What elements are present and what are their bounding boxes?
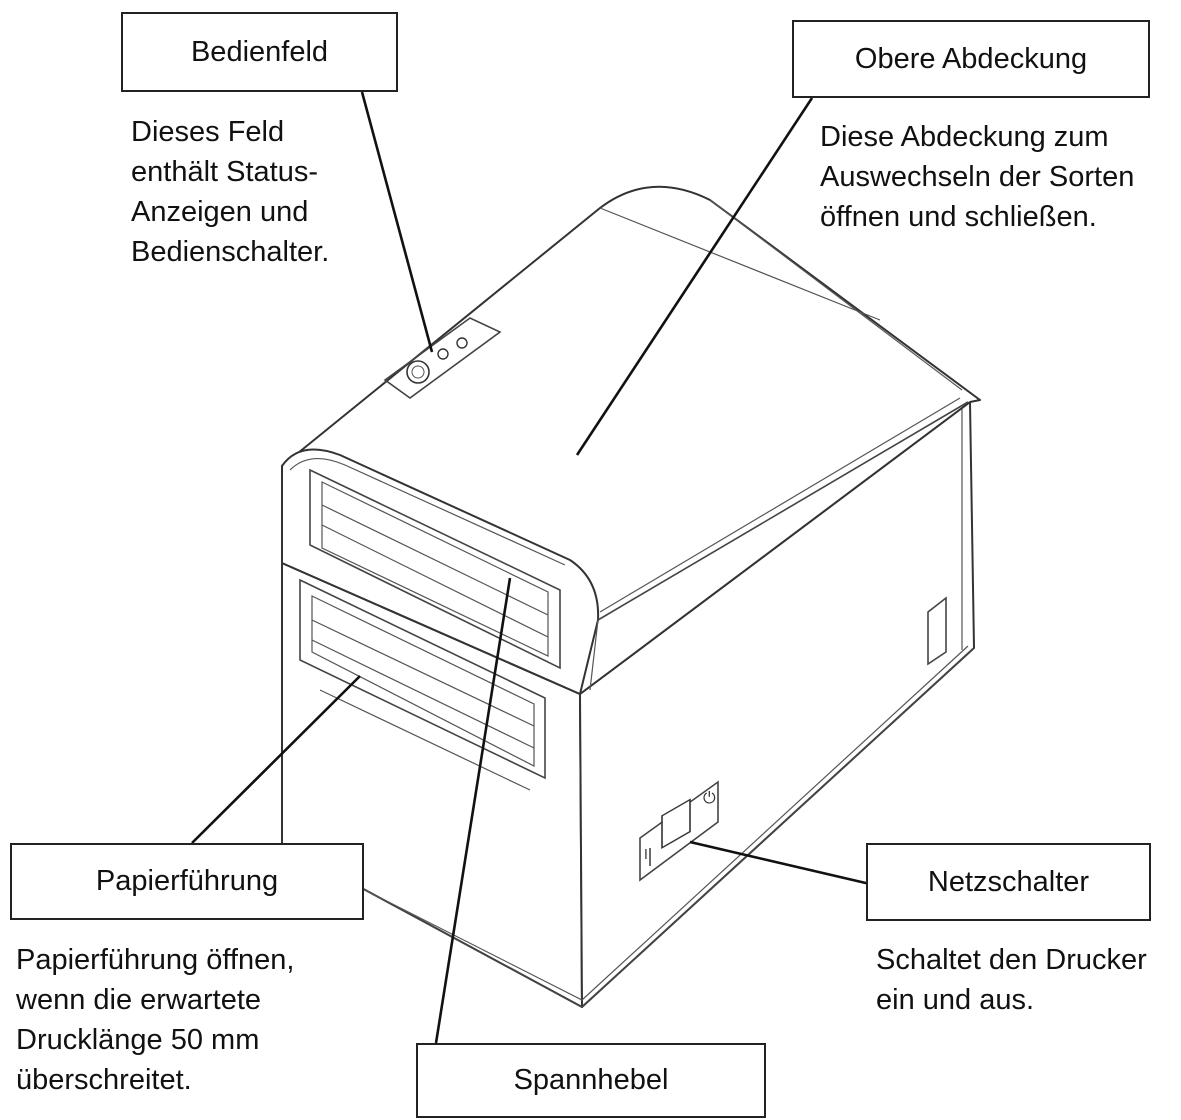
leader-lines (191, 91, 871, 1044)
top-cover (281, 185, 981, 695)
printer-base (281, 401, 975, 1008)
power-icon: ⏻ (703, 788, 716, 807)
netzschalter-title: Netzschalter (927, 865, 1090, 898)
bedienfeld-description: Dieses Feld enthält Status- Anzeigen und… (131, 116, 330, 268)
netzschalter-description: Schaltet den Drucker ein und aus. (876, 944, 1147, 1016)
status-led-2 (456, 337, 468, 349)
paper-guide-opening (299, 578, 546, 791)
leader-papierfuehrung (191, 675, 361, 844)
power-switch[interactable] (661, 798, 691, 850)
leader-netzschalter (689, 840, 871, 886)
spannhebel-title: Spannhebel (513, 1064, 669, 1096)
papierfuehrung-description: Papierführung öffnen, wenn die erwartete… (16, 944, 295, 1096)
paper-exit-slot (309, 468, 561, 670)
control-panel (383, 317, 502, 399)
power-switch-assembly (639, 780, 719, 882)
leader-bedienfeld (360, 91, 434, 353)
status-led-1 (437, 348, 449, 360)
spannhebel-label-box: Spannhebel (416, 1043, 766, 1118)
side-latch (927, 596, 947, 666)
obere-abdeckung-label-box: Obere Abdeckung (792, 20, 1150, 98)
papierfuehrung-label-box: Papierführung (10, 843, 364, 920)
papierfuehrung-title: Papierführung (95, 865, 279, 897)
feed-button[interactable] (406, 360, 430, 384)
leader-obere-abdeckung (575, 97, 814, 456)
netzschalter-label-box: Netzschalter (866, 843, 1151, 921)
bedienfeld-title: Bedienfeld (190, 35, 329, 68)
obere-abdeckung-title: Obere Abdeckung (854, 42, 1088, 75)
bedienfeld-label-box: Bedienfeld (121, 12, 398, 92)
obere-abdeckung-description: Diese Abdeckung zum Auswechseln der Sort… (820, 121, 1135, 233)
leader-spannhebel (434, 577, 512, 1044)
switch-mark-icon: I (644, 848, 648, 863)
